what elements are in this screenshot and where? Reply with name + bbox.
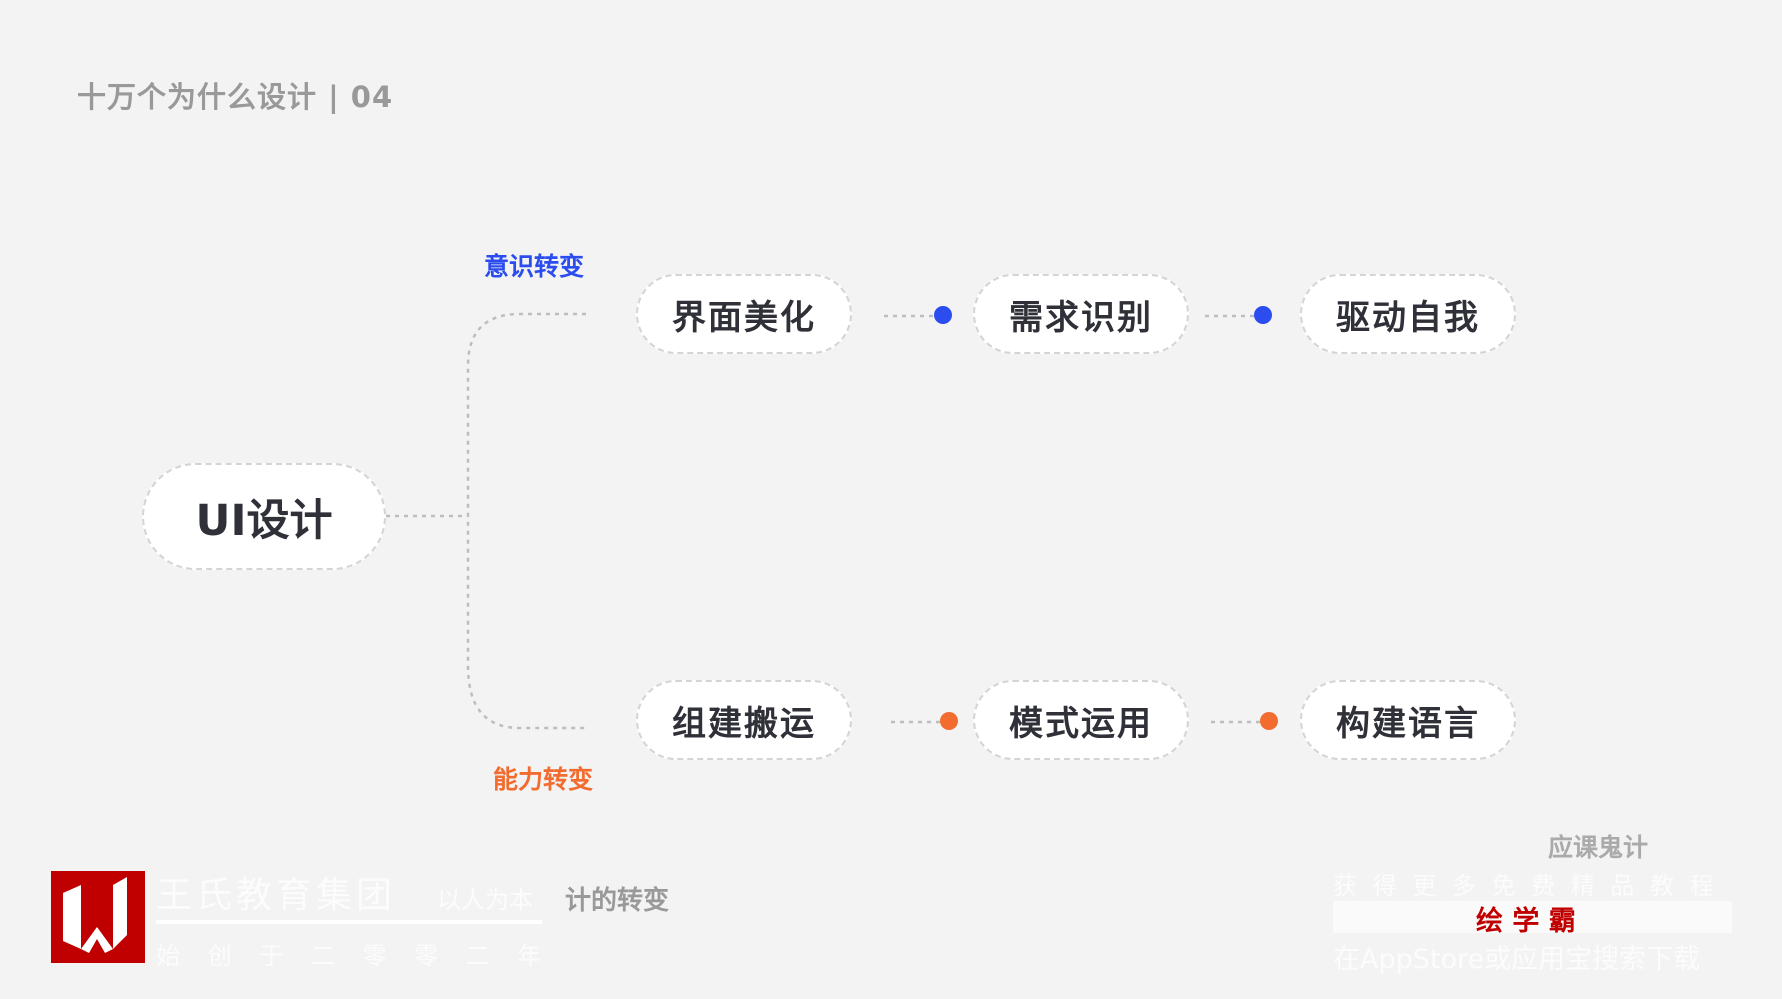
brand-founded: 始 创 于 二 零 零 二 年 [156, 942, 552, 970]
brand-name: 王氏教育集团 [156, 875, 397, 916]
overlay-text-right: 应课鬼计 [1548, 833, 1649, 862]
branch-label-bottom: 能力转变 [493, 765, 594, 794]
footer-divider [156, 920, 542, 924]
page-title: 十万个为什么设计 | 04 [77, 80, 394, 114]
node-top-3: 驱动自我 [1300, 274, 1516, 354]
dot-top-2 [1254, 306, 1272, 324]
node-bottom-3: 构建语言 [1300, 680, 1516, 760]
root-node: UI设计 [142, 463, 386, 570]
dot-bottom-1 [940, 712, 958, 730]
promo-line3: 在AppStore或应用宝搜索下载 [1333, 944, 1701, 975]
branch-label-top: 意识转变 [484, 252, 585, 281]
overlay-text-left: 计的转变 [565, 886, 670, 916]
node-bottom-1: 组建搬运 [636, 680, 852, 760]
dot-top-1 [934, 306, 952, 324]
brand-slogan: 以人为本 [437, 886, 533, 914]
promo-line1: 获 得 更 多 免 费 精 品 教 程 [1333, 872, 1718, 900]
branch-connector-top [466, 312, 586, 730]
node-bottom-2: 模式运用 [973, 680, 1189, 760]
brand-logo [51, 871, 145, 963]
promo-band [1333, 901, 1732, 933]
app-name: 绘 学 霸 [1476, 906, 1576, 937]
logo-w-icon [63, 877, 127, 953]
node-top-2: 需求识别 [973, 274, 1189, 354]
dot-bottom-2 [1260, 712, 1278, 730]
node-top-1: 界面美化 [636, 274, 852, 354]
